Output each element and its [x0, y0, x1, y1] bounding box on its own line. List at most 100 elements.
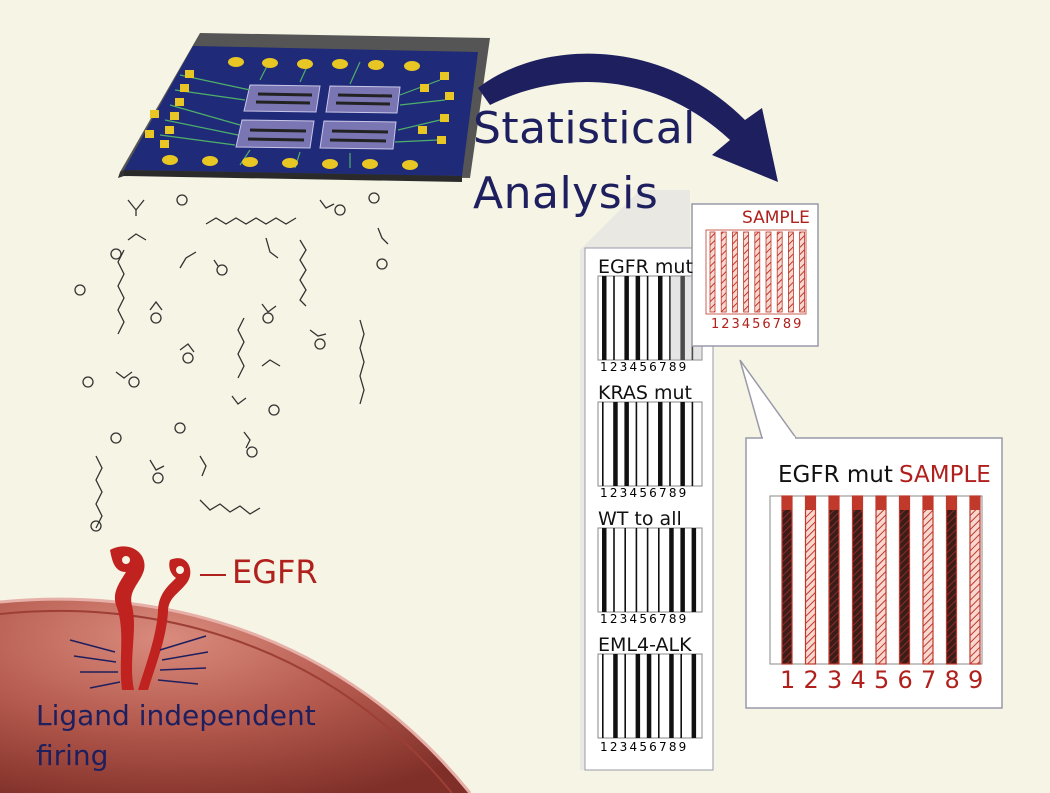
comparison-number: 8	[944, 666, 960, 694]
comparison-bar-cap	[899, 496, 910, 510]
ref-bar	[613, 654, 618, 738]
ref-bar	[680, 654, 682, 738]
sample-bar	[765, 231, 772, 313]
ref-bar	[658, 276, 663, 360]
comparison-bar	[875, 495, 887, 665]
comparison-bar-cap	[970, 496, 980, 510]
ref-bar	[613, 402, 618, 486]
comparison-label-reference: EGFR mut	[778, 462, 893, 488]
cell-caption-line2: firing	[36, 739, 109, 772]
ref-bar	[691, 402, 694, 486]
sample-panel	[691, 203, 819, 347]
ref-bar	[680, 528, 685, 612]
sample-bar	[709, 231, 716, 313]
sample-bar	[732, 231, 738, 313]
comparison-number: 2	[803, 666, 819, 694]
comparison-label-sample: SAMPLE	[899, 462, 991, 488]
ref-bar	[635, 528, 638, 612]
ref-bar	[646, 276, 649, 360]
comparison-bar-cap	[805, 496, 816, 510]
comparison-number: 9	[968, 666, 984, 694]
sample-bar	[776, 231, 783, 313]
ref-bar	[669, 654, 674, 738]
ref-bar	[635, 402, 638, 486]
ref-numbers-wt: 123456789	[600, 612, 689, 626]
ref-bar	[669, 276, 671, 360]
sample-bar	[799, 231, 805, 313]
volatile-molecules	[74, 192, 389, 532]
comparison-number: 7	[921, 666, 937, 694]
comparison-bar-cap	[852, 496, 863, 510]
comparison-bar	[851, 495, 864, 665]
ref-bar	[658, 654, 660, 738]
comparison-number: 3	[827, 666, 843, 694]
sample-barcode	[705, 229, 807, 315]
comparison-bar	[804, 495, 817, 665]
sample-title: SAMPLE	[742, 208, 810, 228]
ref-bar	[624, 654, 626, 738]
sample-bar	[743, 231, 749, 313]
sample-bar	[754, 231, 761, 313]
ref-bar	[635, 654, 641, 738]
cell-caption-line1: Ligand independent	[36, 699, 316, 732]
sample-bar	[788, 231, 794, 313]
ref-bar	[646, 654, 652, 738]
ref-label-eml4: EML4-ALK	[598, 634, 692, 656]
ref-bar	[624, 402, 629, 486]
comparison-bar-cap	[923, 496, 933, 510]
ref-bar	[635, 276, 641, 360]
ref-numbers-egfr: 123456789	[600, 360, 689, 374]
ref-bar	[602, 276, 607, 360]
ref-bar	[613, 528, 615, 612]
comparison-barcode	[769, 495, 983, 665]
ref-bar	[613, 276, 615, 360]
ref-bar	[680, 402, 685, 486]
comparison-bar-cap	[782, 496, 792, 510]
analysis-title-line1: Statistical	[473, 103, 696, 154]
ref-bar	[624, 528, 626, 612]
cell-body	[0, 597, 472, 793]
reference-barcodes	[597, 275, 703, 739]
ref-bar	[691, 654, 697, 738]
comparison-number: 5	[874, 666, 890, 694]
ref-label-egfr: EGFR mut	[598, 256, 693, 278]
comparison-bar	[945, 495, 958, 665]
ref-label-kras: KRAS mut	[598, 382, 692, 404]
egfr-receptors	[69, 546, 226, 690]
reference-panel	[580, 190, 714, 771]
ref-bar	[646, 528, 649, 612]
ref-numbers-eml4: 123456789	[600, 740, 689, 754]
comparison-panel	[739, 359, 1003, 709]
ref-bar	[691, 528, 697, 612]
comparison-number: 1	[780, 666, 796, 694]
ref-bar	[602, 654, 604, 738]
ref-bar	[680, 276, 685, 360]
ref-numbers-kras: 123456789	[600, 486, 689, 500]
sample-bar	[720, 231, 727, 313]
ref-bar	[624, 276, 629, 360]
comparison-bar	[898, 495, 911, 665]
comparison-bar-cap	[946, 496, 957, 510]
comparison-bar	[969, 495, 981, 665]
comparison-bar	[781, 495, 793, 665]
comparison-bar	[828, 495, 840, 665]
ref-bar	[658, 528, 660, 612]
ref-bar	[646, 402, 649, 486]
egfr-label: EGFR	[232, 553, 318, 591]
comparison-bar-cap	[876, 496, 886, 510]
ref-bar	[602, 528, 607, 612]
sample-numbers: 123456789	[711, 317, 804, 332]
ref-bar	[658, 402, 663, 486]
ref-label-wt: WT to all	[598, 508, 682, 530]
comparison-number: 6	[897, 666, 913, 694]
comparison-number: 4	[850, 666, 866, 694]
comparison-bar	[922, 495, 934, 665]
ref-bar	[669, 402, 671, 486]
sensor-chip	[118, 33, 490, 182]
ref-bar	[602, 402, 604, 486]
analysis-arrow	[478, 53, 778, 182]
ref-bar	[669, 528, 674, 612]
comparison-bar-cap	[829, 496, 839, 510]
